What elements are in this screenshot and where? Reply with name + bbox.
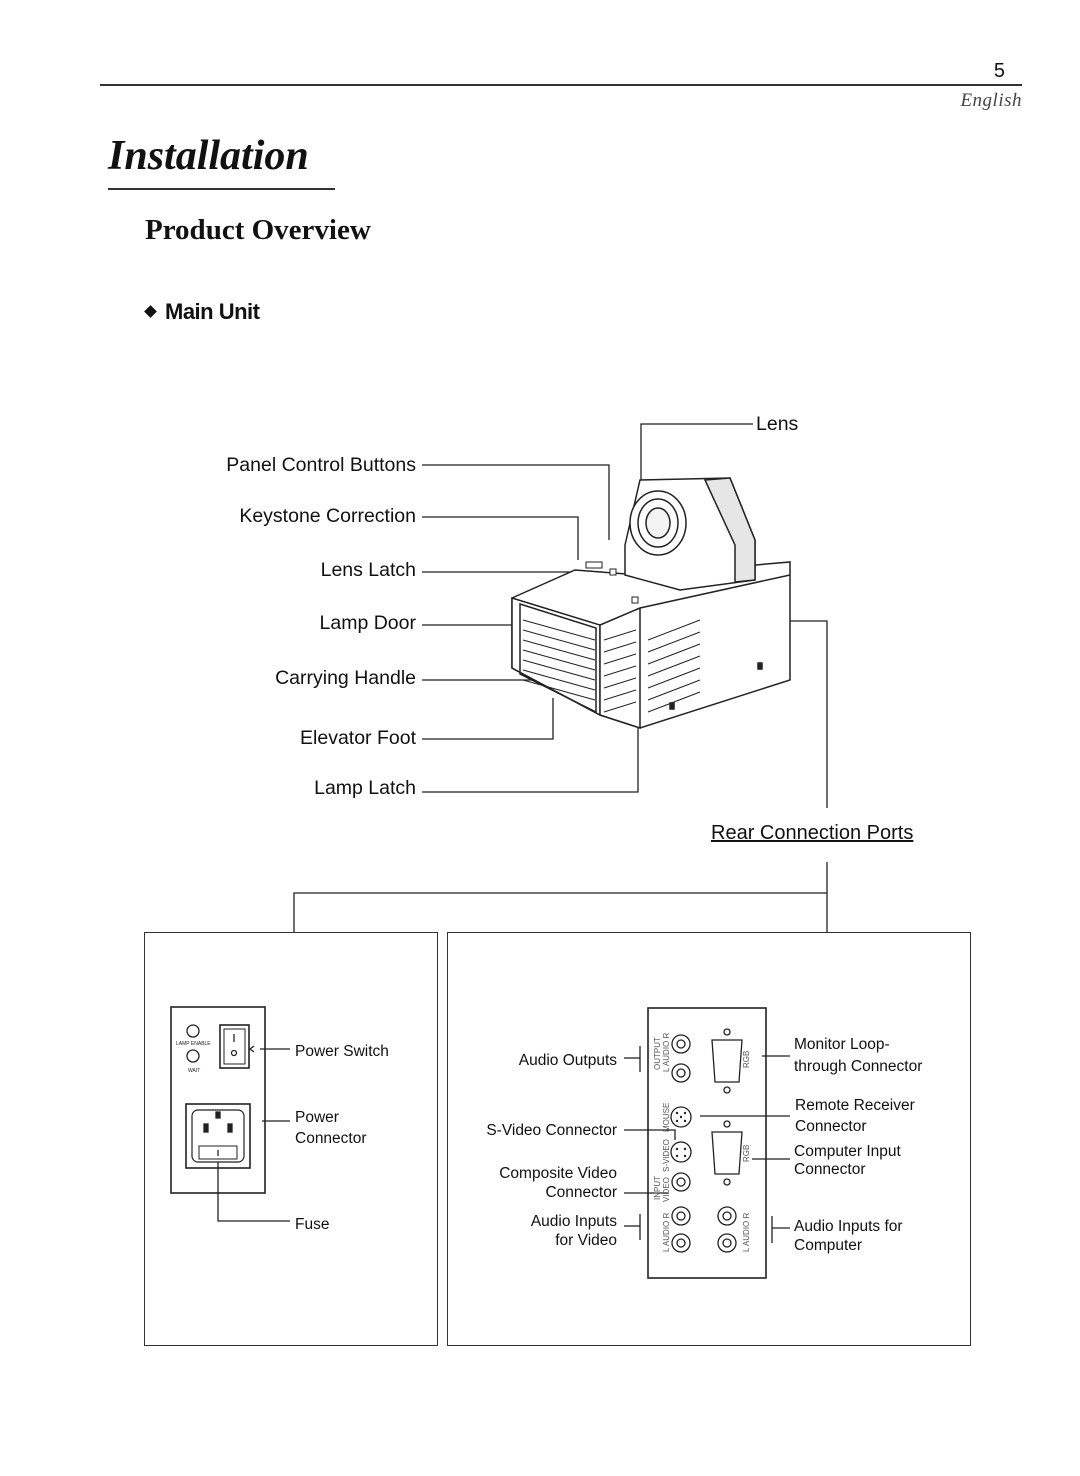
svideo-mouse-port-icon [670,1106,692,1128]
composite-video-jack-icon [671,1172,691,1192]
audio-in-video-left-jack-icon [671,1206,691,1226]
page-number: 5 [993,60,1005,82]
audio-in-computer-left-jack-icon [717,1206,737,1226]
svg-text:MOUSE: MOUSE [662,1103,671,1132]
svg-text:INPUT: INPUT [653,1176,662,1200]
lens-callout: Lens [756,413,799,435]
lens-leader-line [640,423,753,505]
svg-text:VIDEO: VIDEO [662,1177,671,1202]
audio-outputs-label: Audio Outputs [518,1052,617,1069]
audio-out-left-jack-icon [671,1034,691,1054]
monitor-loop-label-line2: through Connector [794,1058,923,1075]
audio-out-right-jack-icon [671,1063,691,1083]
svg-text:L AUDIO R: L AUDIO R [662,1213,671,1252]
keystone-leader-line [422,516,579,560]
power-switch-icon [219,1024,250,1069]
lamp-enable-led-icon [186,1024,200,1038]
ports-panel-box [447,932,971,1346]
svg-text:WAIT: WAIT [188,1068,200,1074]
power-switch-label: Power Switch [295,1043,389,1060]
composite-video-label-line1: Composite Video [499,1165,617,1182]
composite-video-label-line2: Connector [545,1184,617,1201]
fuse-holder-icon [198,1145,238,1160]
keystone-correction-callout: Keystone Correction [239,505,416,527]
computer-in-vga-icon [711,1131,743,1175]
panel-control-buttons-callout: Panel Control Buttons [226,454,416,476]
svg-text:RGB: RGB [742,1145,751,1162]
fuse-label: Fuse [295,1216,330,1233]
rear-ports-leader-line [790,620,828,808]
svideo-port-icon [670,1141,692,1163]
audio-inputs-computer-label-line2: Computer [794,1237,863,1254]
audio-in-video-right-jack-icon [671,1233,691,1253]
wait-led-icon [186,1049,200,1063]
subsection-title: Product Overview [145,214,371,246]
remote-receiver-label-line2: Connector [795,1118,867,1135]
rear-connection-ports-label: Rear Connection Ports [711,822,914,844]
lamp-door-callout: Lamp Door [319,612,416,634]
monitor-out-vga-icon [711,1039,743,1083]
elevator-foot-callout: Elevator Foot [300,727,416,749]
port-plate [647,1007,767,1279]
elevator-foot-leader-line [422,698,554,740]
power-connector-label-line2: Connector [295,1130,367,1147]
section-title: Installation [108,133,309,179]
power-panel-box [144,932,438,1346]
fuse-leader [217,1162,290,1222]
carrying-handle-callout: Carrying Handle [275,667,416,689]
audio-inputs-video-label-line1: Audio Inputs [530,1213,617,1230]
svg-text:RGB: RGB [742,1051,751,1068]
header-rule [100,84,1022,86]
audio-inputs-video-label-line2: for Video [555,1232,617,1249]
audio-in-computer-right-jack-icon [717,1233,737,1253]
remote-receiver-label-line1: Remote Receiver [795,1097,915,1114]
computer-input-label-line2: Connector [794,1161,866,1178]
lamp-latch-callout: Lamp Latch [314,777,416,799]
computer-input-label-line1: Computer Input [794,1143,901,1160]
panel-control-leader-line [422,464,610,540]
audio-inputs-computer-label-line1: Audio Inputs for [794,1218,903,1235]
svg-text:L AUDIO R: L AUDIO R [742,1213,751,1252]
projector-body [511,477,791,730]
svg-text:L AUDIO R: L AUDIO R [662,1033,671,1072]
svg-text:OUTPUT: OUTPUT [653,1037,662,1070]
svg-text:S-VIDEO: S-VIDEO [662,1139,671,1172]
monitor-loop-label-line1: Monitor Loop- [794,1036,890,1053]
power-connector-label-line1: Power [295,1109,339,1126]
svg-text:LAMP ENABLE: LAMP ENABLE [176,1041,211,1047]
language-label: English [960,90,1022,111]
title-rule [108,188,335,190]
bracket-line [293,892,828,932]
main-unit-heading: Main Unit [165,299,260,324]
svideo-connector-label: S-Video Connector [486,1122,617,1139]
lens-latch-callout: Lens Latch [320,559,416,581]
